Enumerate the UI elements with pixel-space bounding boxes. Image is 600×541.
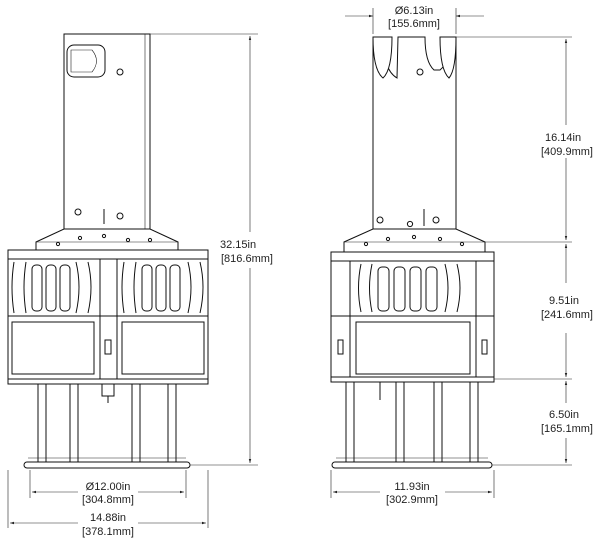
front-fins-right: [121, 261, 204, 314]
side-width-inch: 11.93in: [394, 481, 429, 493]
overall-height-inch: 32.15in: [220, 239, 256, 251]
stack-height-inch: 16.14in: [545, 132, 581, 144]
side-window: [355, 321, 471, 375]
front-window-left: [11, 321, 95, 375]
front-dimensions: [7, 33, 258, 528]
bowl-diameter-mm: [304.8mm]: [82, 494, 134, 506]
base-height-inch: 6.50in: [549, 409, 579, 421]
side-view: [330, 36, 495, 469]
base-height-mm: [165.1mm]: [541, 423, 593, 435]
front-view: [7, 33, 209, 469]
overall-width-inch: 14.88in: [90, 512, 126, 524]
overall-height-mm: [816.6mm]: [221, 253, 273, 265]
front-pipe-slot: [66, 44, 106, 78]
side-panel-band: [330, 315, 495, 378]
pipe-diameter-inch: Ø6.13in: [395, 5, 434, 17]
front-panel-band: [7, 315, 209, 380]
side-width-mm: [302.9mm]: [386, 494, 438, 506]
overall-width-mm: [378.1mm]: [82, 526, 134, 538]
pipe-diameter-mm: [155.6mm]: [388, 18, 440, 30]
side-housing: [330, 260, 495, 317]
side-dimensions: [330, 8, 572, 498]
housing-height-inch: 9.51in: [549, 295, 579, 307]
front-housing: [7, 258, 209, 317]
housing-height-mm: [241.6mm]: [541, 309, 593, 321]
side-flange: [343, 228, 486, 253]
front-window-right: [121, 321, 205, 375]
front-fins-left: [11, 261, 92, 314]
side-fins: [358, 263, 461, 313]
bowl-diameter-inch: Ø12.00in: [86, 481, 131, 493]
side-legs: [345, 381, 479, 463]
side-base: [331, 461, 493, 469]
front-flange: [35, 228, 179, 251]
stack-height-mm: [409.9mm]: [541, 146, 593, 158]
dimension-labels: 32.15in [816.6mm] Ø12.00in [304.8mm] 14.…: [82, 5, 593, 538]
front-base: [23, 461, 191, 469]
